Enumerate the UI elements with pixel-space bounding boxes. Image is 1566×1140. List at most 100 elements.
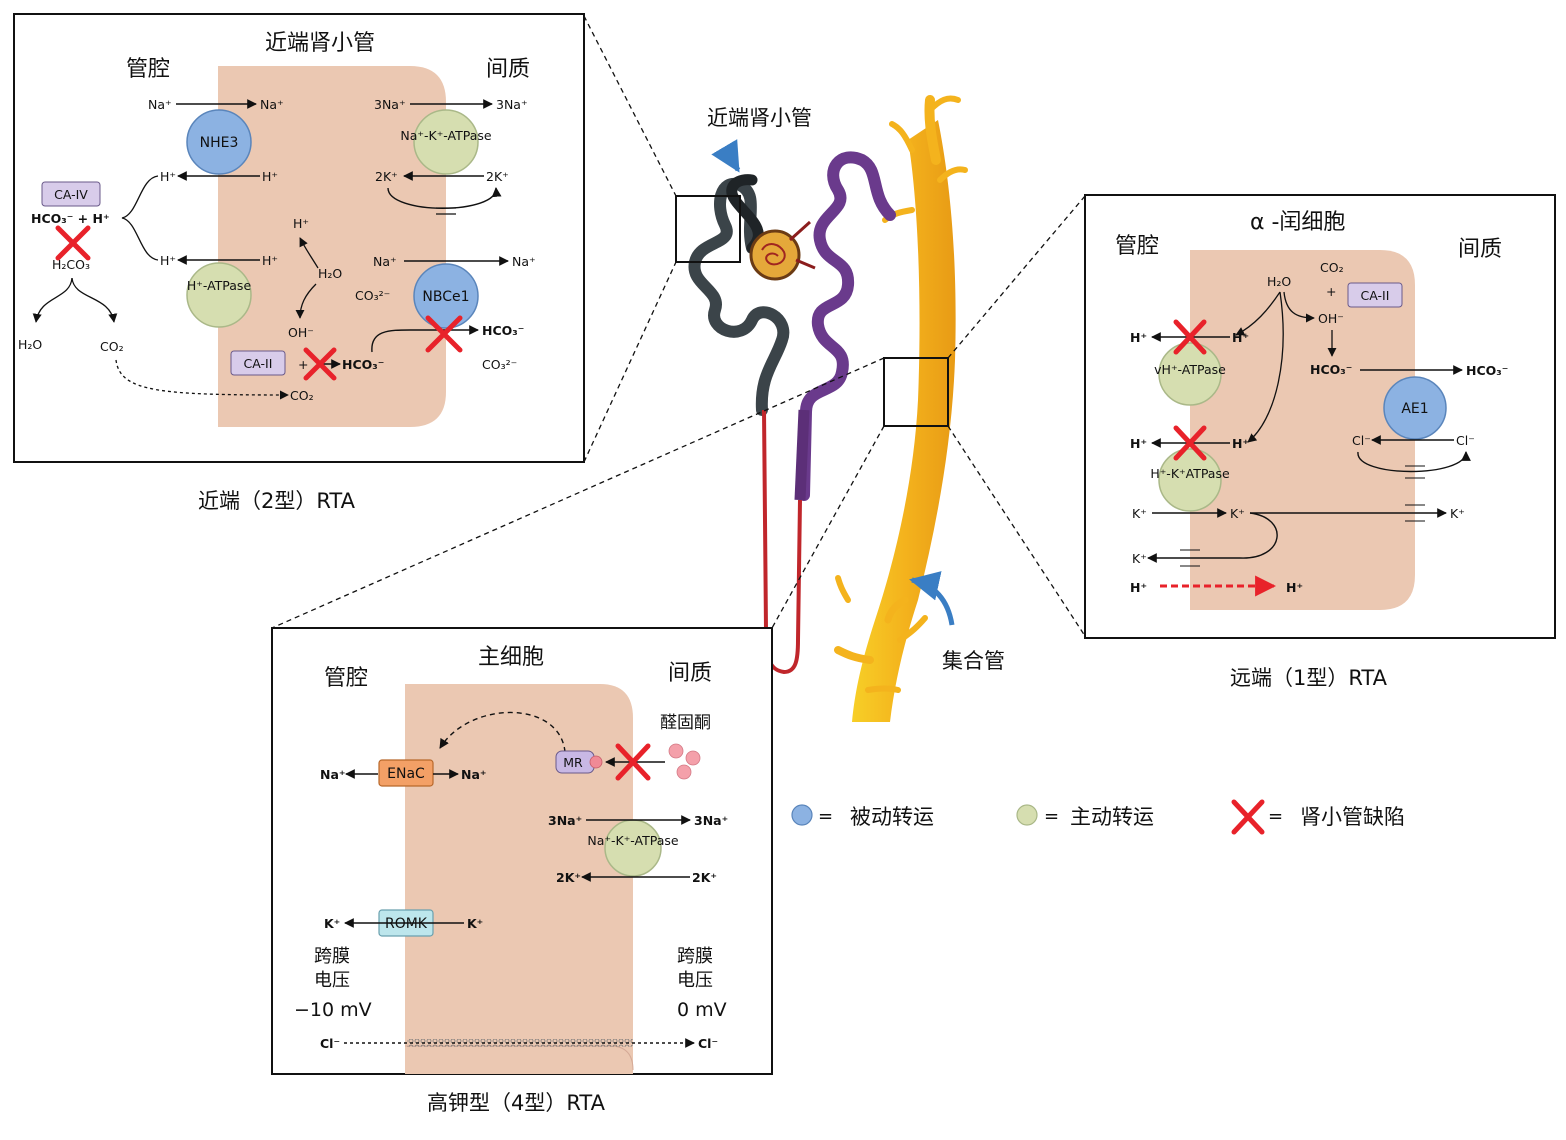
svg-text:CO₃²⁻: CO₃²⁻ [355,288,390,303]
svg-text:H⁺: H⁺ [160,169,176,184]
svg-text:K⁺: K⁺ [467,916,483,931]
svg-text:=: = [1268,806,1283,827]
ae1-transporter [1383,376,1447,440]
svg-text:CO₃²⁻: CO₃²⁻ [482,357,517,372]
zoom-box-collecting [883,357,949,427]
proximal-caption: 近端（2型）RTA [198,489,356,513]
alpha-title: α -闰细胞 [1250,210,1345,235]
svg-text:CO₂: CO₂ [290,388,314,403]
svg-text:K⁺: K⁺ [1230,506,1245,521]
svg-text:H₂O: H₂O [1267,274,1291,289]
vh-atpase-transporter [1158,342,1222,406]
svg-text:H₂O: H₂O [18,337,42,352]
svg-text:3Na⁺: 3Na⁺ [694,813,728,828]
alpha-lumen-label: 管腔 [1115,234,1159,259]
svg-text:+: + [298,357,308,372]
svg-text:2K⁺: 2K⁺ [486,169,509,184]
hk-atpase-transporter [1158,448,1222,512]
mr-defect-x [615,743,651,781]
svg-text:H⁺: H⁺ [262,253,278,268]
svg-text:CA-II: CA-II [244,356,273,371]
svg-text:3Na⁺: 3Na⁺ [548,813,582,828]
nbce1-defect-x [425,315,463,353]
principal-interstitium-label: 间质 [668,661,712,686]
proximal-interstitium-label: 间质 [486,57,530,82]
ca2-defect-x [303,347,337,381]
principal-cell [405,684,633,1074]
svg-text:Cl⁻: Cl⁻ [1456,433,1475,448]
svg-text:=: = [1044,806,1059,827]
svg-text:跨膜: 跨膜 [677,946,713,967]
svg-text:=: = [818,806,833,827]
principal-title: 主细胞 [478,645,544,670]
panel-alpha-intercalated: α -闰细胞 管腔 间质 vH⁺-ATPase H⁺ H⁺ H⁺-K⁺ATPas… [1084,194,1556,690]
proximal-lumen-label: 管腔 [126,57,170,82]
principal-nak-label: Na⁺-K⁺-ATPase [587,833,679,848]
svg-text:OH⁻: OH⁻ [288,325,314,340]
svg-text:Cl⁻: Cl⁻ [320,1036,340,1051]
svg-text:CA-II: CA-II [1361,288,1390,303]
ca4-defect-x [55,225,91,261]
proximal-tubule-shape [688,177,790,416]
svg-text:H⁺: H⁺ [262,169,278,184]
nak-atpase-label: Na⁺-K⁺-ATPase [400,128,492,143]
mr-label: MR [563,755,583,770]
zoom-leader-lines [271,15,1086,637]
svg-text:0 mV: 0 mV [677,999,727,1021]
svg-text:跨膜: 跨膜 [314,946,350,967]
distal-tubule [798,151,896,501]
svg-text:Na⁺: Na⁺ [260,97,284,112]
svg-text:2K⁺: 2K⁺ [375,169,398,184]
enac-label: ENaC [387,766,425,782]
svg-text:K⁺: K⁺ [1132,506,1147,521]
nbce1-transporter [413,263,479,329]
h-atpase-label: H⁺-ATPase [187,278,252,293]
nephron-illustration: 近端肾小管 集合管 [675,95,1005,722]
svg-text:3Na⁺: 3Na⁺ [374,97,406,112]
proximal-pointer-arrow [711,139,741,173]
aldosterone-label: 醛固酮 [660,713,711,733]
svg-text:HCO₃⁻: HCO₃⁻ [482,323,524,338]
svg-text:H⁺: H⁺ [293,216,309,231]
alpha-caption: 远端（1型）RTA [1230,666,1388,690]
ae1-label: AE1 [1401,401,1428,417]
ca2-enzyme-box [230,350,286,376]
legend-active-swatch [1016,804,1038,826]
panel-principal: 主细胞 管腔 间质 ENaC Na⁺ Na⁺ MR 醛固酮 Na⁺-K⁺-ATP… [271,627,773,1115]
svg-text:Na⁺: Na⁺ [148,97,172,112]
alpha-ca2-enzyme-box [1347,282,1403,308]
proximal-tubule-label: 近端肾小管 [707,106,812,130]
nhe3-label: NHE3 [200,135,239,151]
svg-text:Na⁺: Na⁺ [373,254,397,269]
collecting-duct [852,120,956,722]
collecting-pointer-arrow [909,571,955,626]
alpha-interstitium-label: 间质 [1458,237,1502,262]
glomerulus [749,229,801,281]
svg-text:3Na⁺: 3Na⁺ [496,97,528,112]
svg-text:电压: 电压 [677,970,713,991]
svg-text:H⁺: H⁺ [1232,436,1249,451]
legend-defect-swatch [1231,799,1265,835]
proximal-title: 近端肾小管 [265,31,375,56]
alpha-cell [1190,250,1415,610]
svg-text:Cl⁻: Cl⁻ [698,1036,718,1051]
vh-atpase-defect-x [1173,319,1207,355]
legend-passive-label: 被动转运 [850,805,934,829]
legend-defect-label: 肾小管缺陷 [1300,805,1405,829]
svg-text:H₂O: H₂O [318,266,342,281]
svg-text:H⁺: H⁺ [1130,580,1147,595]
aldosterone-molecules [668,743,701,780]
svg-text:CO₂: CO₂ [1320,260,1344,275]
svg-text:Na⁺: Na⁺ [512,254,536,269]
svg-text:CO₂: CO₂ [100,339,124,354]
svg-text:Na⁺: Na⁺ [320,767,346,782]
svg-text:K⁺: K⁺ [1450,506,1465,521]
svg-text:H⁺: H⁺ [1286,580,1303,595]
svg-text:K⁺: K⁺ [324,916,340,931]
svg-text:−10 mV: −10 mV [294,999,372,1021]
legend-active-label: 主动转运 [1070,805,1154,829]
zoom-box-proximal [675,195,741,263]
legend-passive-swatch [791,804,813,826]
h-atpase-transporter [186,262,252,328]
